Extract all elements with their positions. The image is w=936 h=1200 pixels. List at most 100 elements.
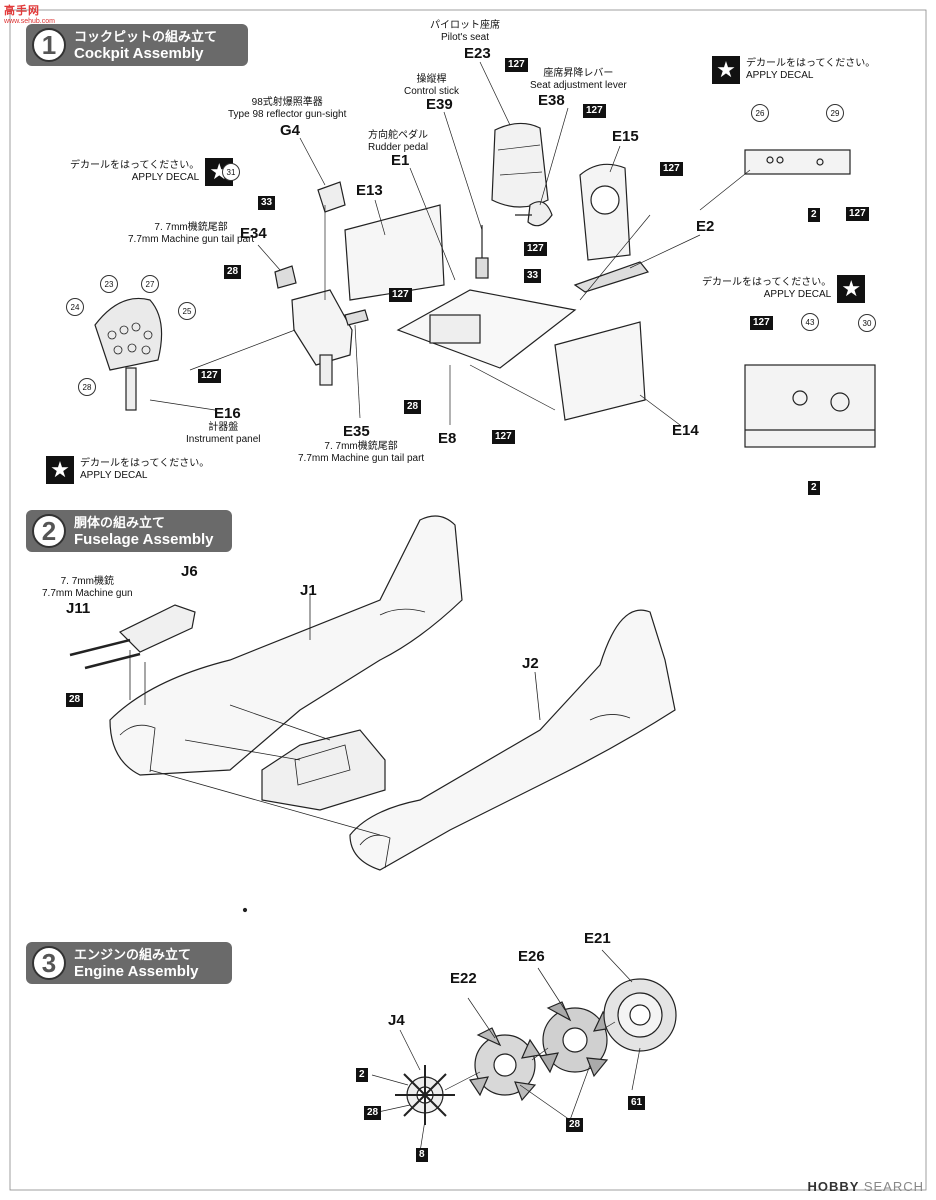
paint-code-127: 127 <box>846 207 869 221</box>
part-e1: E1 <box>391 152 410 169</box>
logo-site: SEARCH <box>863 1179 924 1194</box>
step-1-title-jp: コックピットの組み立て <box>74 29 218 44</box>
decal-notice-mid-right: ★ デカールをはってください。APPLY DECAL <box>702 275 866 303</box>
part-e21: E21 <box>584 930 611 947</box>
part-e35: E35 <box>343 423 370 440</box>
step-2-header: 2 胴体の組み立て Fuselage Assembly <box>26 510 232 552</box>
paint-code-28: 28 <box>404 400 422 414</box>
part-e16: E16 <box>214 405 241 422</box>
cylinder-bank-e26 <box>539 1001 613 1078</box>
decal-jp: デカールをはってください。 <box>80 458 210 469</box>
decal-number-29: 29 <box>826 104 844 122</box>
instrument-mount <box>291 289 353 366</box>
seat-lever <box>527 201 553 227</box>
gunsight-g4 <box>317 181 346 213</box>
part-e39: E39 <box>426 96 453 113</box>
decal-number-43: 43 <box>801 313 819 331</box>
step-3-title-en: Engine Assembly <box>74 963 199 980</box>
decal-notice-bottom-left: ★ デカールをはってください。APPLY DECAL <box>46 456 209 484</box>
paint-code-2: 2 <box>808 481 820 495</box>
part-e22: E22 <box>450 970 477 987</box>
part-e8: E8 <box>438 430 457 447</box>
decal-strip-2 <box>744 364 876 448</box>
part-e34: E34 <box>240 225 267 242</box>
paint-code-127: 127 <box>505 58 528 72</box>
cockpit-frame <box>261 729 386 811</box>
decal-notice-left: ★ デカールをはってください。APPLY DECAL <box>70 158 234 186</box>
paint-code-33: 33 <box>524 269 542 283</box>
decal-en: APPLY DECAL <box>80 470 148 481</box>
decal-number-23: 23 <box>100 275 118 293</box>
part-e2: E2 <box>696 218 715 235</box>
watermark-sub: www.sehub.com <box>4 18 55 25</box>
paint-code-2: 2 <box>808 208 820 222</box>
pilot-seat <box>491 122 549 208</box>
part-e23: E23 <box>464 45 491 62</box>
decal-number-27: 27 <box>141 275 159 293</box>
decal-notice-top-right: ★ デカールをはってください。APPLY DECAL <box>712 56 875 84</box>
decal-number-31: 31 <box>222 163 240 181</box>
paint-code-28: 28 <box>224 265 242 279</box>
machine-gun-j11-a <box>69 638 131 657</box>
star-icon: ★ <box>837 275 866 303</box>
gun-cover-j6 <box>118 604 196 653</box>
step-1-number: 1 <box>32 28 66 62</box>
paint-code-2: 2 <box>356 1068 368 1082</box>
part-e26: E26 <box>518 948 545 965</box>
part-e15: E15 <box>612 128 639 145</box>
part-e13: E13 <box>356 182 383 199</box>
step-2-title-jp: 胴体の組み立て <box>74 515 166 530</box>
paint-code-127: 127 <box>750 316 773 330</box>
crankcase-e21 <box>603 978 677 1052</box>
hobby-search-logo: HOBBY SEARCH <box>807 1179 924 1194</box>
step-3-header: 3 エンジンの組み立て Engine Assembly <box>26 942 232 984</box>
decal-number-30: 30 <box>858 314 876 332</box>
step-2-number: 2 <box>32 514 66 548</box>
paint-code-28: 28 <box>566 1118 584 1132</box>
paint-code-127: 127 <box>198 369 221 383</box>
paint-code-127: 127 <box>583 104 606 118</box>
engine-j4 <box>395 1065 455 1125</box>
decal-en: APPLY DECAL <box>763 289 832 300</box>
fuselage-j1 <box>109 515 463 776</box>
part-e14: E14 <box>672 422 699 439</box>
paint-code-127: 127 <box>660 162 683 176</box>
fuselage-j2 <box>349 609 676 871</box>
step-1-header: 1 コックピットの組み立て Cockpit Assembly <box>26 24 248 66</box>
decal-number-25: 25 <box>178 302 196 320</box>
decal-en: APPLY DECAL <box>746 70 814 81</box>
paint-code-61: 61 <box>628 1096 646 1110</box>
paint-code-28: 28 <box>364 1106 382 1120</box>
side-panel-e13 <box>344 204 445 301</box>
part-j1: J1 <box>300 582 317 599</box>
step-1-title-en: Cockpit Assembly <box>74 45 204 62</box>
part-j6: J6 <box>181 563 198 580</box>
paint-code-127: 127 <box>524 242 547 256</box>
decal-strip-1 <box>744 149 851 175</box>
decal-jp: デカールをはってください。 <box>746 58 876 69</box>
part-j2: J2 <box>522 655 539 672</box>
decal-number-26: 26 <box>751 104 769 122</box>
step-2-title-en: Fuselage Assembly <box>74 531 214 548</box>
paint-code-33: 33 <box>258 196 276 210</box>
part-e2 <box>573 261 650 293</box>
side-panel-e14 <box>554 321 646 421</box>
watermark: 高手网 www.sehub.com <box>4 2 55 25</box>
watermark-text: 高手网 <box>4 5 40 17</box>
paint-code-127: 127 <box>389 288 412 302</box>
part-j4: J4 <box>388 1012 405 1029</box>
decal-jp: デカールをはってください。 <box>702 277 832 288</box>
instrument-panel-e16 <box>94 297 163 371</box>
paint-code-28: 28 <box>66 693 84 707</box>
part-g4: G4 <box>280 122 301 139</box>
